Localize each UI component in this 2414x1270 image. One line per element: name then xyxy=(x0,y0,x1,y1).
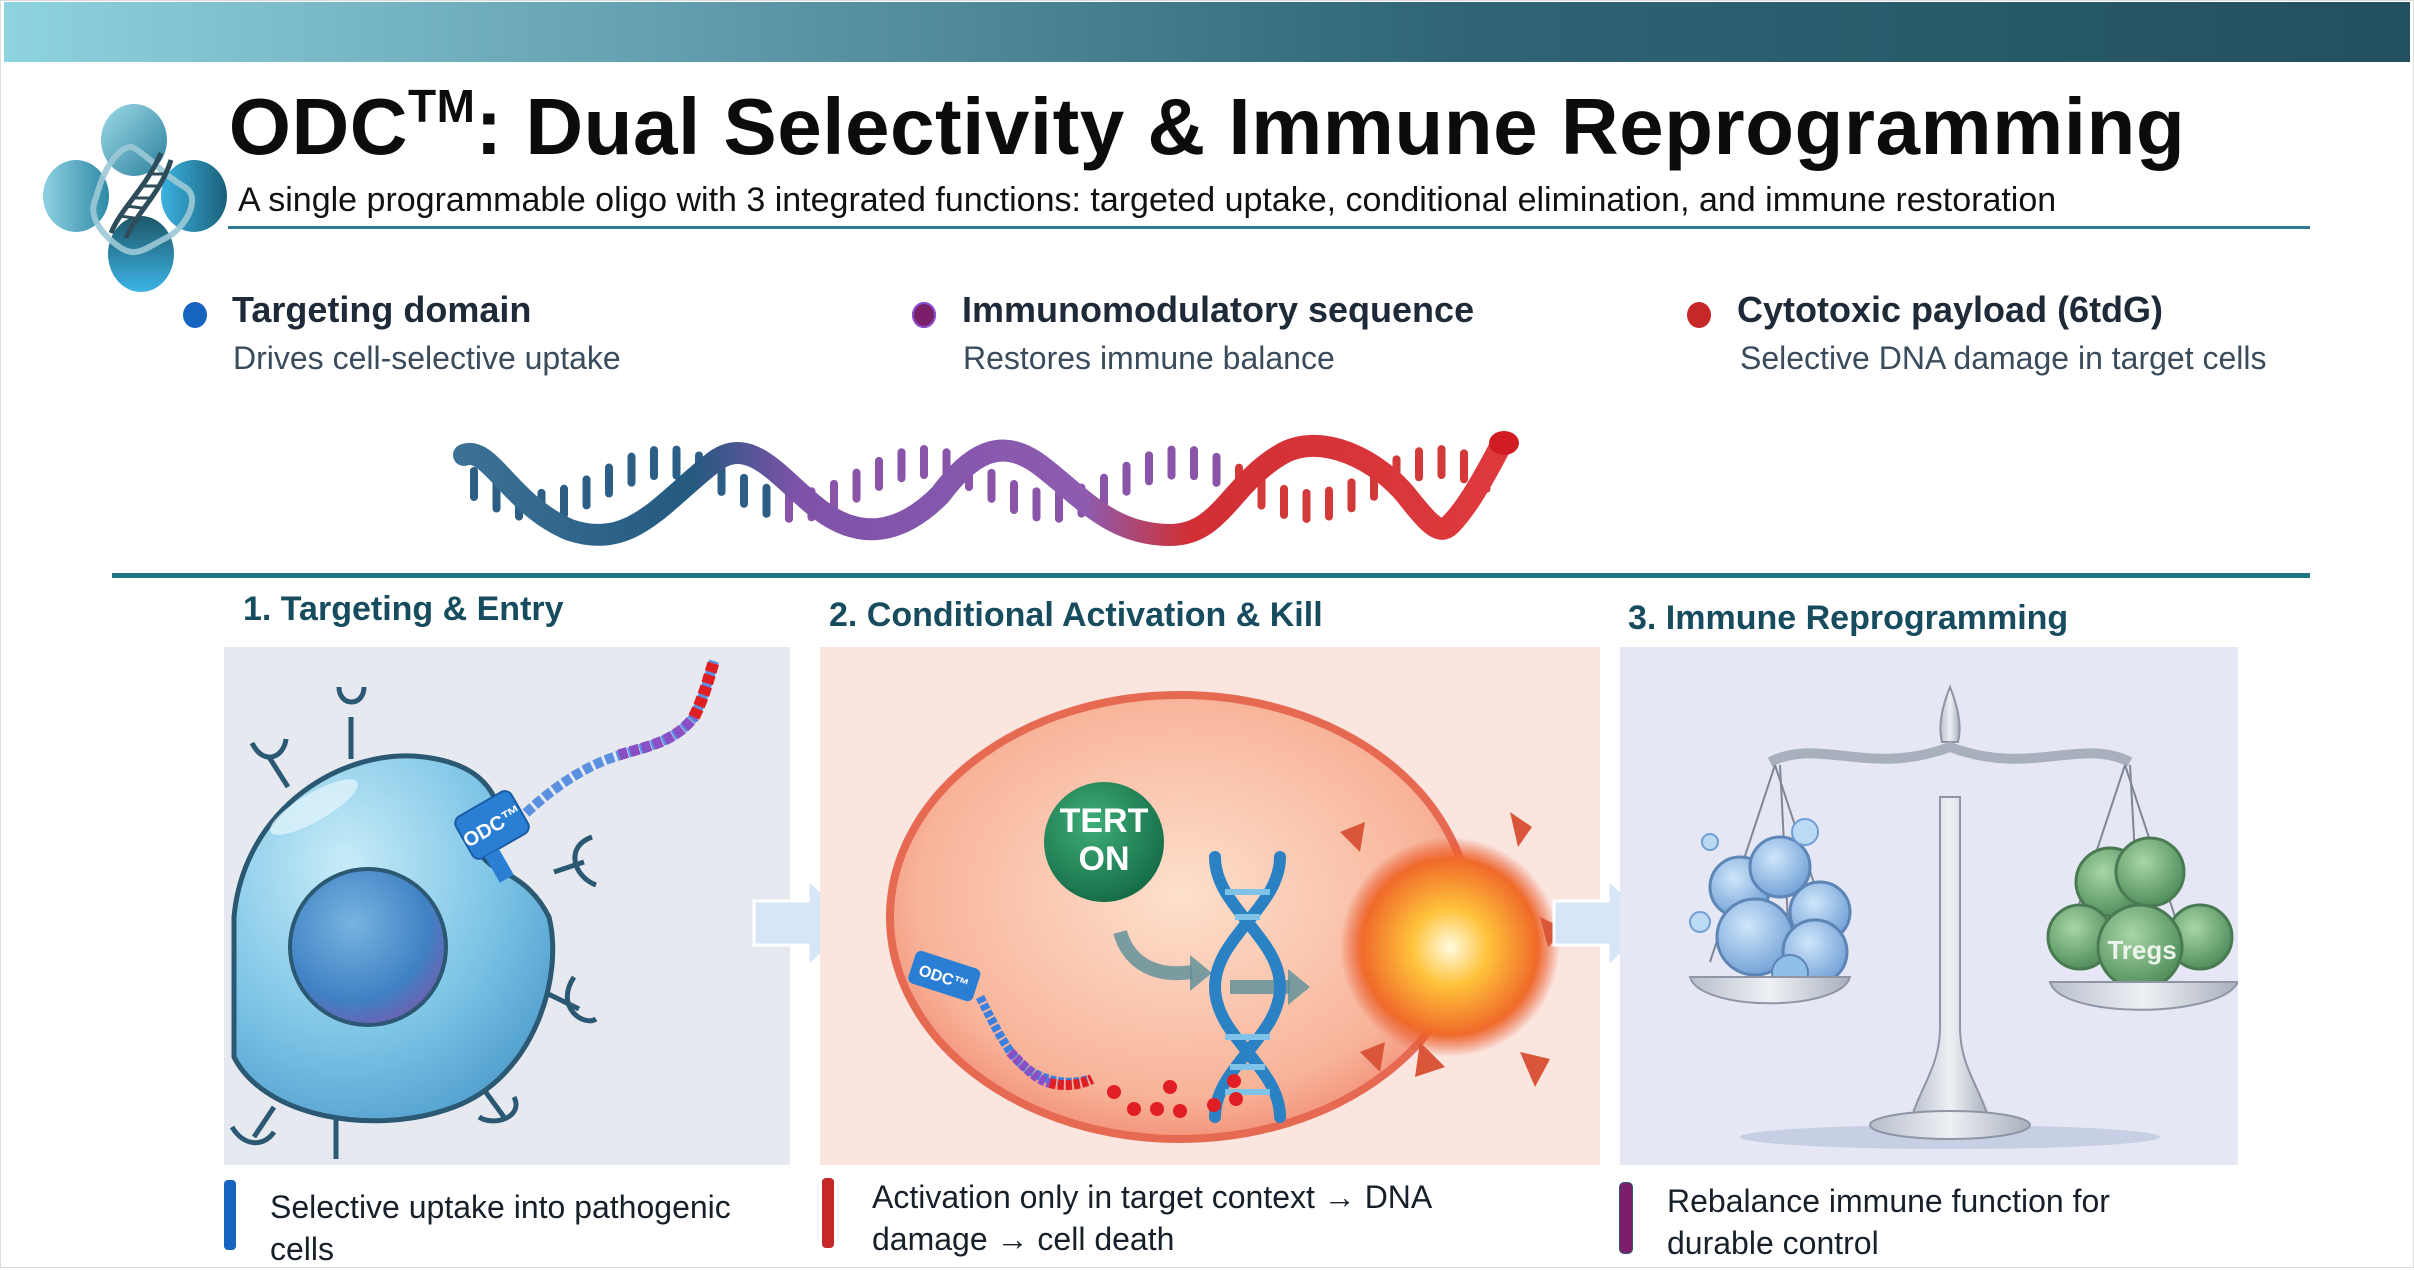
step-1-illustration: ODC™ xyxy=(224,647,790,1165)
strand-rung xyxy=(740,473,748,508)
strand-rung xyxy=(875,456,883,491)
cell-activation-icon: TERT ON ODC™ xyxy=(886,691,1565,1143)
legend-sub-cytotoxic: Selective DNA damage in target cells xyxy=(1740,340,2267,376)
tert-badge-line2: ON xyxy=(1079,840,1130,878)
caption-bar-1 xyxy=(224,1180,236,1250)
step-2-heading: 2. Conditional Activation & Kill xyxy=(829,596,1323,634)
legend-dot-cytotoxic xyxy=(1687,302,1711,328)
legend-sub-targeting: Drives cell-selective uptake xyxy=(233,340,621,376)
legend-dot-targeting xyxy=(183,302,207,328)
strand-rung xyxy=(470,467,478,501)
strand-rung xyxy=(1460,449,1468,484)
step-1-caption: Selective uptake into pathogenic cells xyxy=(270,1189,731,1267)
step-3-caption: Rebalance immune function for durable co… xyxy=(1667,1183,2110,1261)
title-main: ODC xyxy=(228,82,409,171)
header-bar xyxy=(4,2,2410,62)
strand-rung xyxy=(1055,488,1063,523)
page-subtitle: A single programmable oligo with 3 integ… xyxy=(238,181,2057,219)
strand-rung xyxy=(1280,484,1288,519)
cell-with-key-icon: ODC™ xyxy=(229,659,720,1159)
strand-rung xyxy=(1100,473,1108,508)
caption-bar-2 xyxy=(822,1178,834,1248)
strand-rung xyxy=(1032,487,1041,522)
strand-rung xyxy=(1437,445,1446,480)
strand-rung xyxy=(1415,447,1423,482)
step-3-illustration: Tregs xyxy=(1620,647,2238,1165)
page-title: ODCTM: Dual Selectivity & Immune Reprogr… xyxy=(0,82,2414,172)
title-trademark: TM xyxy=(408,80,476,132)
step-2-caption: Activation only in target context → DNA … xyxy=(872,1179,1431,1257)
strand-rung xyxy=(1145,451,1153,486)
strand-rung xyxy=(852,468,861,503)
strand-rung xyxy=(627,452,636,487)
oligo-strand-icon xyxy=(453,431,1519,547)
strand-rung xyxy=(582,475,591,510)
step-1-heading: 1. Targeting & Entry xyxy=(243,590,564,628)
title-rest: : Dual Selectivity & Immune Reprogrammin… xyxy=(475,82,2186,171)
strand-rung xyxy=(762,483,771,518)
strand-rung xyxy=(897,448,906,483)
dna-logo-icon xyxy=(43,104,227,292)
legend-sub-immunomodulatory: Restores immune balance xyxy=(963,340,1335,376)
subtitle-rule xyxy=(228,226,2310,229)
strand-rung xyxy=(1302,488,1311,523)
step-3-heading: 3. Immune Reprogramming xyxy=(1628,599,2069,637)
strand-rung xyxy=(650,446,658,481)
section-divider xyxy=(112,573,2310,578)
caption-bar-3 xyxy=(1620,1183,1632,1253)
tregs-label: Tregs xyxy=(2107,935,2176,965)
strand-rung xyxy=(560,484,568,519)
legend-dot-immunomodulatory xyxy=(912,302,936,328)
strand-rung xyxy=(672,445,681,480)
tert-badge-line1: TERT xyxy=(1060,802,1149,840)
strand-rung xyxy=(1347,478,1356,513)
strand-rung xyxy=(987,468,996,503)
strand-rung xyxy=(1122,461,1131,496)
legend-title-targeting: Targeting domain xyxy=(232,289,532,330)
step-2-illustration: TERT ON ODC™ xyxy=(820,647,1600,1165)
strand-rung xyxy=(1167,445,1176,480)
strand-rung xyxy=(1010,480,1018,515)
strand-rung xyxy=(1212,452,1221,487)
strand-rung xyxy=(1190,446,1198,481)
legend-title-immunomodulatory: Immunomodulatory sequence xyxy=(962,289,1475,330)
strand-rung xyxy=(920,445,928,480)
balance-scale-icon: Tregs xyxy=(1688,684,2238,1149)
strand-rung xyxy=(605,463,613,498)
legend-title-cytotoxic: Cytotoxic payload (6tdG) xyxy=(1737,289,2164,330)
strand-rung xyxy=(1325,486,1333,521)
